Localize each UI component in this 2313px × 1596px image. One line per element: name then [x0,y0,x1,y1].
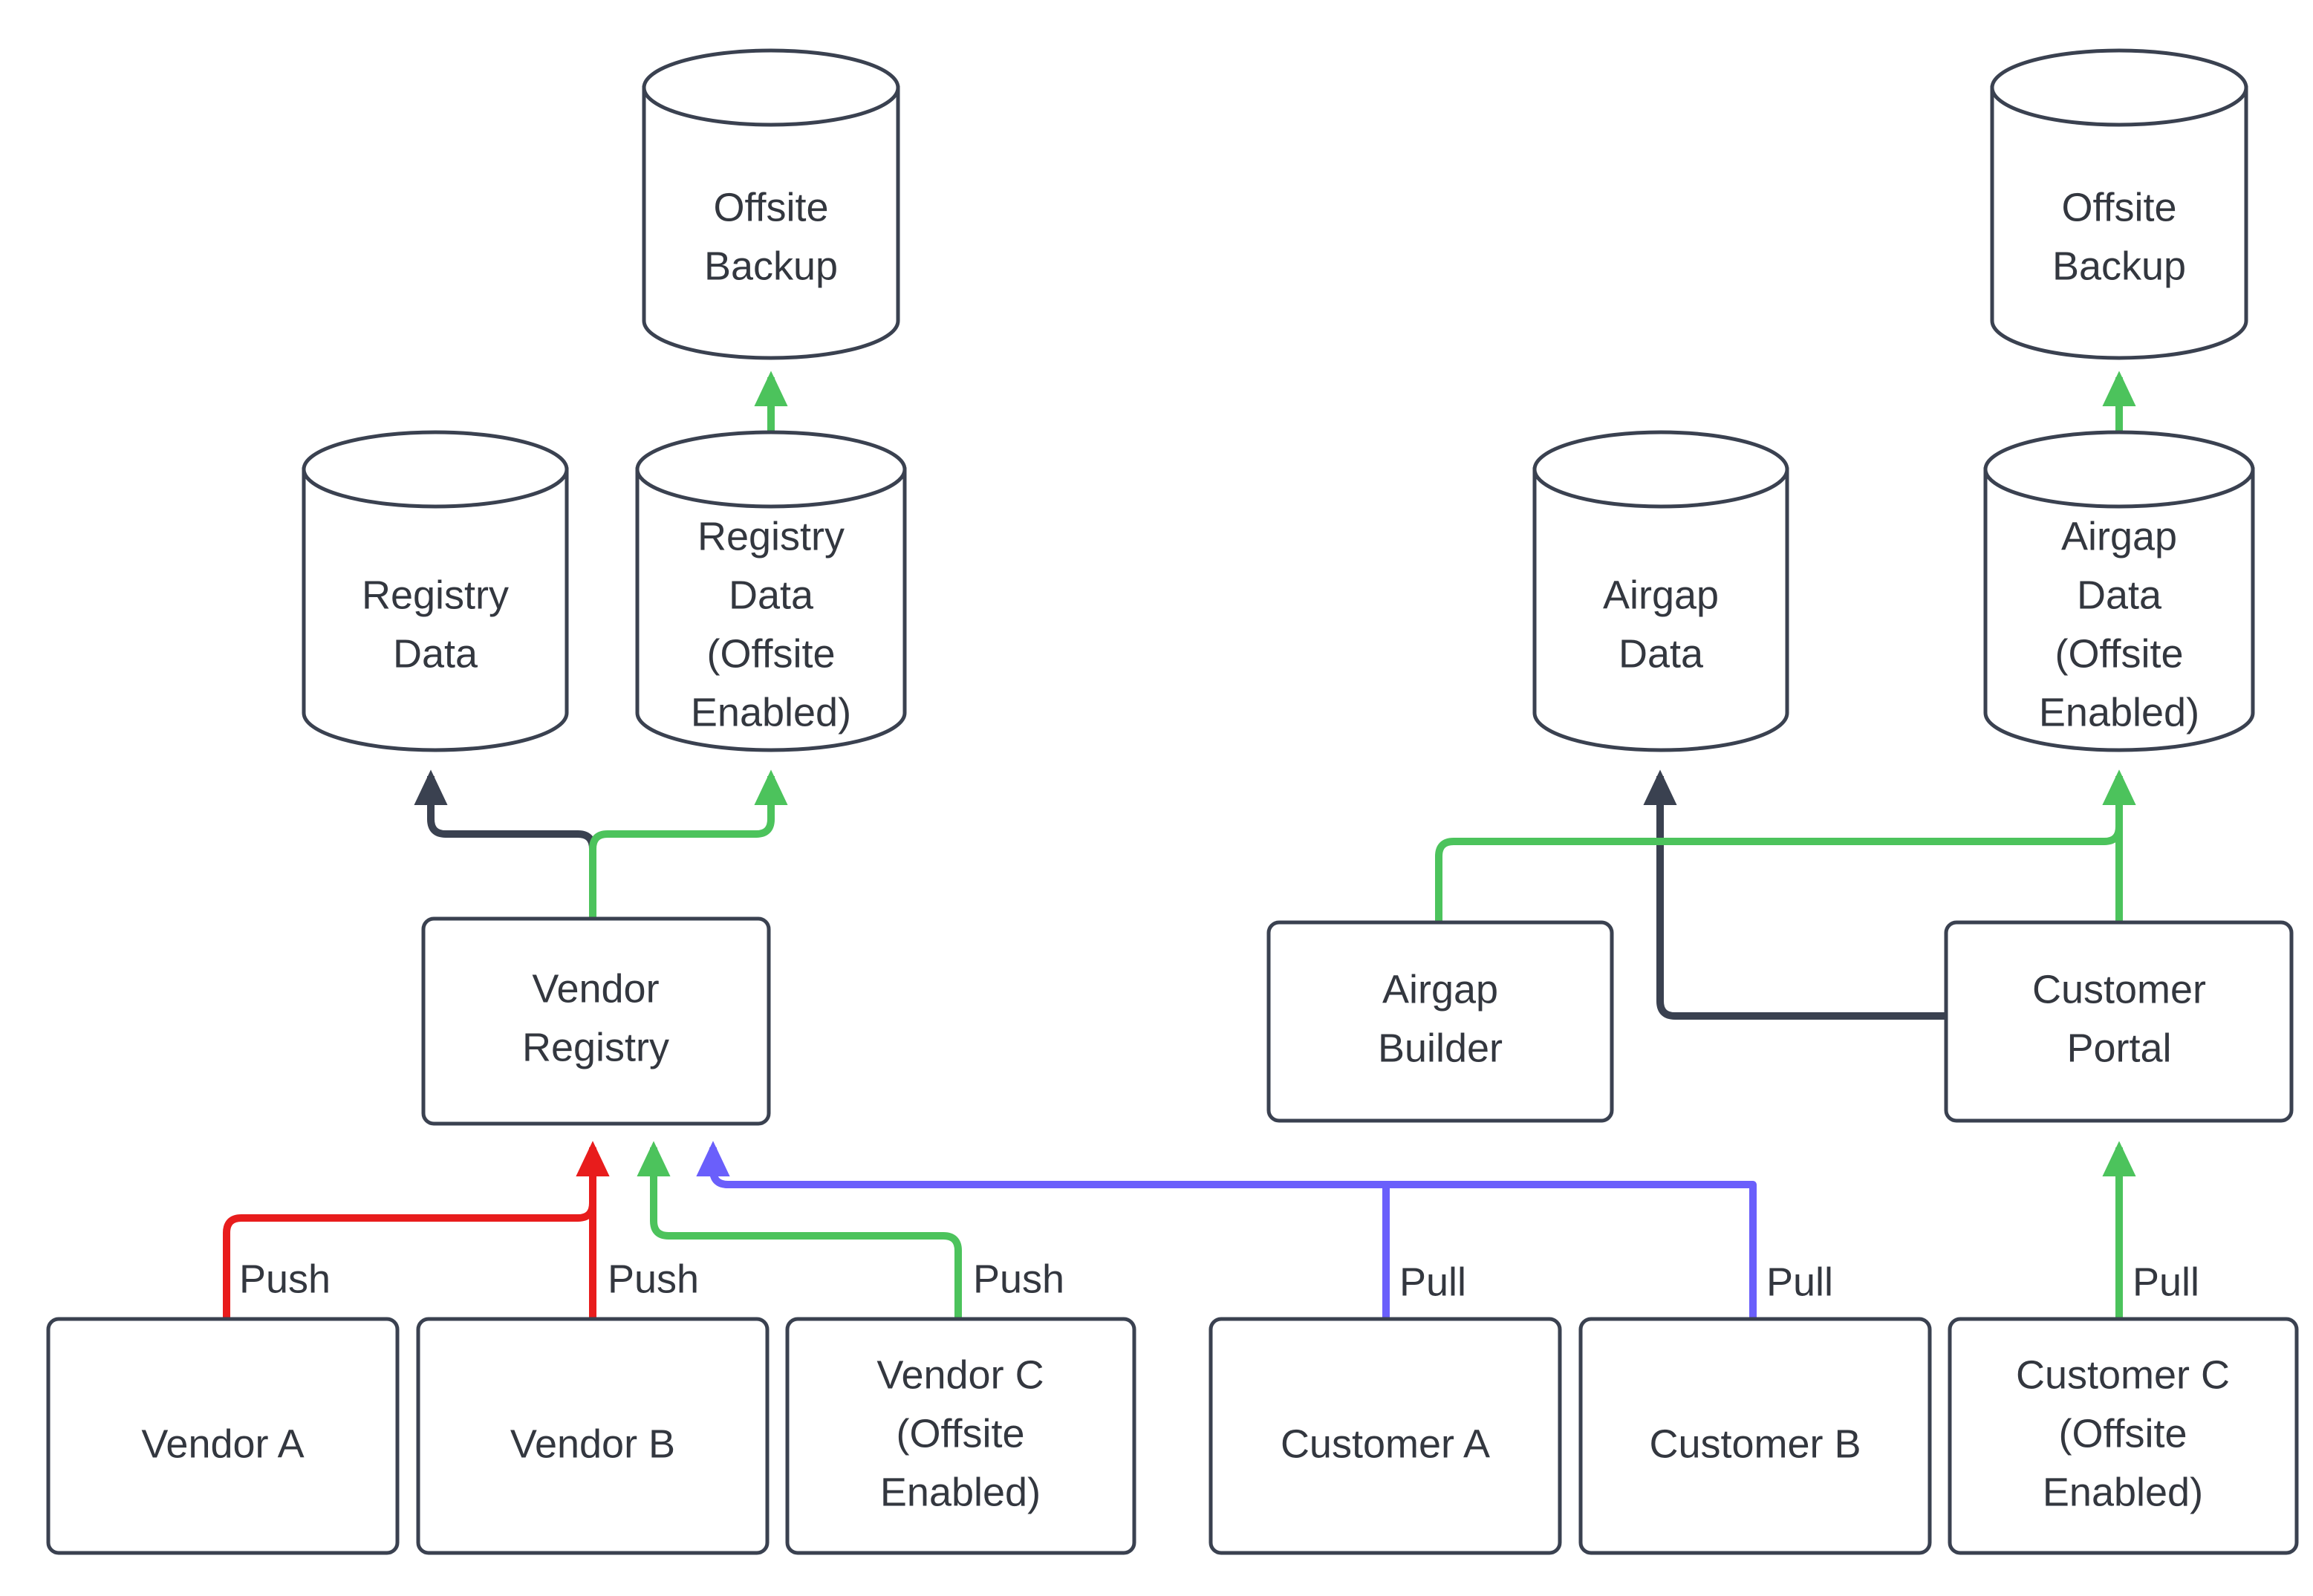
offsite-backup-right-label-line1: Offsite [2061,185,2176,229]
registry-data-offsite-label-line1: Registry [697,514,845,558]
customer-b-label: Customer B [1649,1421,1861,1466]
edge-label-customer-b-pull: Pull [1766,1260,1833,1304]
vendor-b-label: Vendor B [510,1421,675,1466]
edge-vendor-registry-to-registry-data-offsite [589,769,788,919]
node-customer-b[interactable]: Customer B [1578,1317,1932,1555]
offsite-backup-left-label-line1: Offsite [713,185,828,229]
registry-data-label-line1: Registry [362,573,509,617]
node-customer-portal[interactable]: Customer Portal [1944,920,2294,1123]
node-vendor-a[interactable]: Vendor A [46,1317,400,1555]
edge-label-vendor-c-push: Push [973,1257,1064,1301]
vendor-registry-label-line2: Registry [522,1025,669,1069]
airgap-data-offsite-label-line3: (Offsite [2055,631,2183,676]
vendor-a-label: Vendor A [141,1421,304,1466]
edge-label-vendor-a-push: Push [239,1257,331,1301]
node-vendor-c[interactable]: Vendor C (Offsite Enabled) [785,1317,1136,1555]
airgap-builder-label-line1: Airgap [1382,967,1498,1012]
edge-vendor-registry-to-registry-data [414,769,596,919]
node-vendor-b[interactable]: Vendor B [416,1317,770,1555]
edge-label-customer-a-pull: Pull [1399,1260,1466,1304]
node-registry-data-offsite[interactable]: Registry Data (Offsite Enabled) [635,430,907,752]
node-vendor-registry[interactable]: Vendor Registry [421,916,771,1126]
airgap-data-label-line2: Data [1619,631,1704,676]
vendor-registry-label-line1: Vendor [532,966,659,1011]
registry-data-offsite-label-line4: Enabled) [691,690,851,735]
edge-label-vendor-b-push: Push [608,1257,699,1301]
customer-c-label-line2: (Offsite [2058,1411,2187,1456]
customer-portal-label-line2: Portal [2066,1026,2171,1070]
registry-data-offsite-label-line2: Data [729,573,814,617]
edge-customer-portal-to-airgap-data [1643,769,1946,1020]
customer-portal-label-line1: Customer [2032,967,2206,1012]
node-offsite-backup-right[interactable]: Offsite Backup [1990,48,2248,360]
customer-c-label-line1: Customer C [2016,1352,2230,1397]
airgap-data-label-line1: Airgap [1603,573,1719,617]
edge-customer-b-pull [696,1141,1757,1319]
airgap-data-offsite-label-line2: Data [2077,573,2162,617]
edge-label-customer-c-pull: Pull [2133,1260,2199,1304]
node-airgap-builder[interactable]: Airgap Builder [1266,920,1614,1123]
customer-a-label: Customer A [1281,1421,1490,1466]
customer-c-label-line3: Enabled) [2043,1470,2203,1514]
node-customer-a[interactable]: Customer A [1208,1317,1562,1555]
node-airgap-data[interactable]: Airgap Data [1532,430,1789,752]
vendor-c-label-line1: Vendor C [876,1352,1044,1397]
edge-vendor-c-push [637,1141,962,1319]
offsite-backup-left-label-line2: Backup [704,244,838,288]
node-customer-c[interactable]: Customer C (Offsite Enabled) [1948,1317,2299,1555]
registry-data-label-line2: Data [393,631,478,676]
node-offsite-backup-left[interactable]: Offsite Backup [642,48,900,360]
node-airgap-data-offsite[interactable]: Airgap Data (Offsite Enabled) [1983,430,2255,752]
edge-airgap-builder-to-airgap-data-offsite [1435,769,2136,922]
registry-data-offsite-label-line3: (Offsite [706,631,835,676]
airgap-data-offsite-label-line1: Airgap [2061,514,2177,558]
airgap-data-offsite-label-line4: Enabled) [2039,690,2199,735]
node-registry-data[interactable]: Registry Data [302,430,569,752]
airgap-builder-label-line2: Builder [1378,1026,1503,1070]
vendor-c-label-line2: (Offsite [896,1411,1024,1456]
vendor-c-label-line3: Enabled) [880,1470,1041,1514]
offsite-backup-right-label-line2: Backup [2052,244,2186,288]
